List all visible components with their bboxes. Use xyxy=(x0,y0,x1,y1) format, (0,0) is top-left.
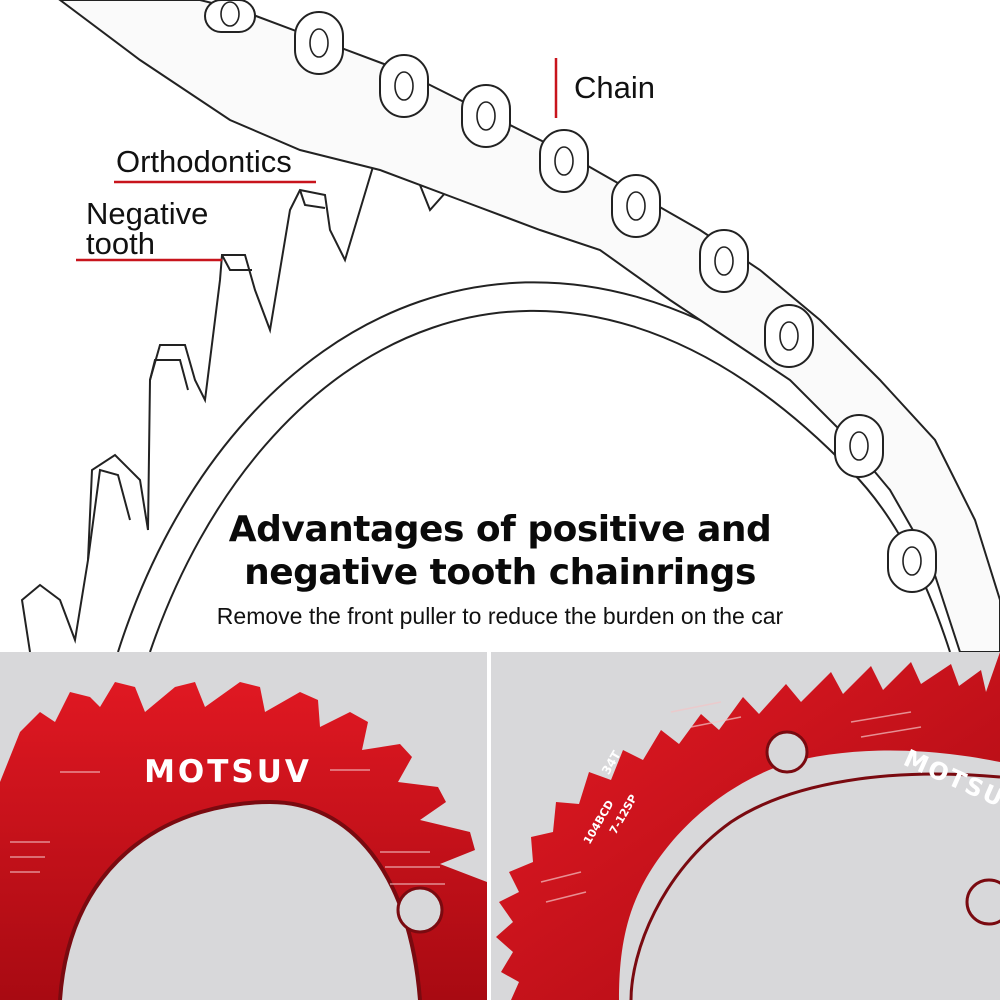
chain-and-ring-line-drawing xyxy=(20,0,1000,652)
negative-tooth-label-line2: tooth xyxy=(86,226,155,261)
chainring-photo-left: MOTSUV xyxy=(0,652,487,1000)
photo-divider xyxy=(487,652,491,1000)
left-brand-logo: MOTSUV xyxy=(144,754,312,790)
chainring-diagram: Chain Orthodontics Negative tooth Advant… xyxy=(20,0,1000,652)
negative-tooth-label-line1: Negative xyxy=(86,196,209,231)
orthodontics-label: Orthodontics xyxy=(116,144,292,179)
subtitle: Remove the front puller to reduce the bu… xyxy=(216,603,784,629)
chain-label: Chain xyxy=(574,70,655,105)
headline-line1: Advantages of positive and xyxy=(228,509,772,550)
headline-line2: negative tooth chainrings xyxy=(244,552,756,593)
chainring-photo-right: MOTSUV 34T 104BCD 7-12SP xyxy=(491,652,1000,1000)
